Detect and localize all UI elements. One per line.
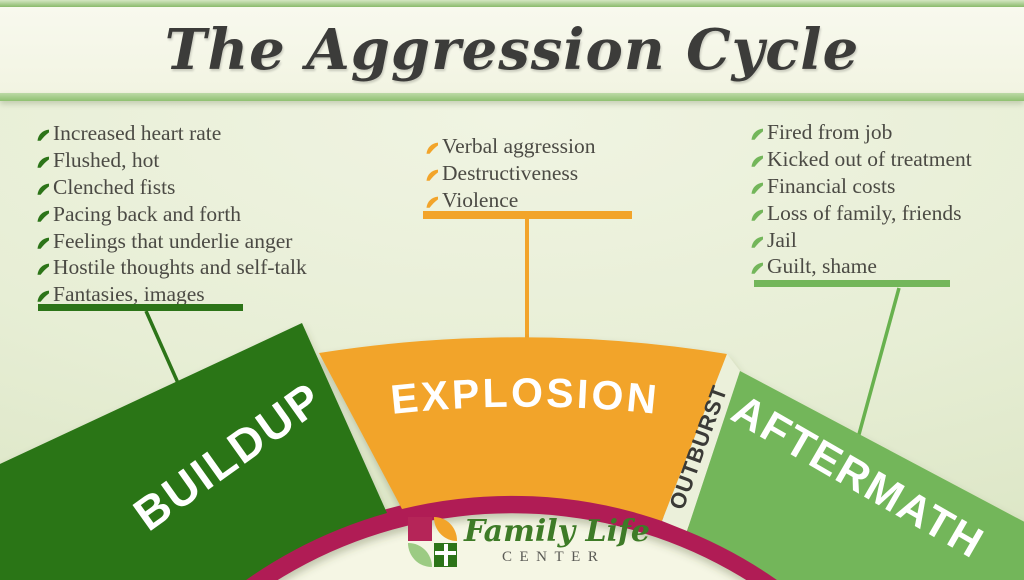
list-item-text: Kicked out of treatment bbox=[767, 146, 972, 171]
list-item: Flushed, hot bbox=[36, 147, 307, 174]
aftermath-segment bbox=[687, 371, 1024, 580]
logo-cross-icon bbox=[433, 543, 457, 567]
list-item: Kicked out of treatment bbox=[750, 146, 972, 173]
leaf-bullet-icon bbox=[750, 208, 764, 222]
list-item-text: Financial costs bbox=[767, 173, 896, 198]
list-item-text: Pacing back and forth bbox=[53, 201, 242, 226]
explosion-segment bbox=[319, 337, 727, 521]
connector-lines bbox=[144, 218, 901, 439]
list-item: Financial costs bbox=[750, 173, 972, 200]
leaf-bullet-icon bbox=[425, 195, 439, 209]
logo-petal-orange bbox=[433, 517, 457, 541]
list-item: Feelings that underlie anger bbox=[36, 228, 307, 255]
list-item: Destructiveness bbox=[425, 160, 595, 187]
buildup-segment bbox=[0, 323, 387, 580]
logo-subtitle: CENTER bbox=[502, 549, 606, 565]
leaf-bullet-icon bbox=[36, 289, 50, 303]
list-item-text: Clenched fists bbox=[53, 174, 176, 199]
list-item: Increased heart rate bbox=[36, 120, 307, 147]
logo-name: Family Life bbox=[464, 514, 650, 549]
leaf-bullet-icon bbox=[750, 154, 764, 168]
leaf-bullet-icon bbox=[750, 181, 764, 195]
arc-band bbox=[0, 323, 1024, 580]
list-item: Hostile thoughts and self-talk bbox=[36, 254, 307, 281]
leaf-bullet-icon bbox=[750, 261, 764, 275]
leaf-bullet-icon bbox=[36, 209, 50, 223]
leaf-bullet-icon bbox=[36, 128, 50, 142]
outburst-wedge bbox=[662, 354, 740, 531]
list-item-text: Feelings that underlie anger bbox=[53, 228, 293, 253]
list-item-text: Flushed, hot bbox=[53, 147, 160, 172]
buildup-list: Increased heart rate Flushed, hot Clench… bbox=[36, 120, 307, 308]
list-item-text: Loss of family, friends bbox=[767, 200, 962, 225]
aftermath-underline-bar bbox=[754, 280, 950, 287]
list-item-text: Hostile thoughts and self-talk bbox=[53, 255, 307, 280]
header-middle: The Aggression Cycle bbox=[0, 7, 1024, 93]
list-item-text: Fantasies, images bbox=[53, 282, 205, 307]
explosion-underline-bar bbox=[423, 211, 632, 219]
list-item: Guilt, shame bbox=[750, 253, 972, 280]
list-item-text: Violence bbox=[442, 187, 519, 212]
list-item: Violence bbox=[425, 187, 595, 214]
explosion-label: EXPLOSION bbox=[388, 370, 661, 423]
list-item-text: Jail bbox=[767, 227, 797, 252]
leaf-bullet-icon bbox=[36, 155, 50, 169]
list-item-text: Increased heart rate bbox=[53, 120, 222, 145]
explosion-items: Verbal aggression Destructiveness Violen… bbox=[425, 133, 595, 214]
buildup-connector-line bbox=[144, 310, 184, 393]
list-item-text: Verbal aggression bbox=[442, 133, 596, 158]
leaf-bullet-icon bbox=[36, 236, 50, 250]
leaf-bullet-icon bbox=[36, 182, 50, 196]
header-bottom-band bbox=[0, 93, 1024, 101]
aftermath-list: Fired from job Kicked out of treatment F… bbox=[750, 119, 972, 280]
list-item: Verbal aggression bbox=[425, 133, 595, 160]
list-item: Jail bbox=[750, 227, 972, 254]
leaf-bullet-icon bbox=[425, 168, 439, 182]
leaf-bullet-icon bbox=[36, 262, 50, 276]
aftermath-connector-line bbox=[856, 287, 901, 439]
list-item-text: Destructiveness bbox=[442, 160, 579, 185]
leaf-bullet-icon bbox=[750, 127, 764, 141]
buildup-items: Increased heart rate Flushed, hot Clench… bbox=[36, 120, 307, 308]
logo-pinwheel-icon bbox=[408, 517, 457, 567]
aftermath-items: Fired from job Kicked out of treatment F… bbox=[750, 119, 972, 280]
leaf-bullet-icon bbox=[425, 141, 439, 155]
leaf-bullet-icon bbox=[750, 235, 764, 249]
page-title: The Aggression Cycle bbox=[164, 17, 860, 83]
list-item-text: Guilt, shame bbox=[767, 254, 877, 279]
list-item: Loss of family, friends bbox=[750, 200, 972, 227]
list-item-text: Fired from job bbox=[767, 119, 893, 144]
list-item: Pacing back and forth bbox=[36, 201, 307, 228]
list-item: Fired from job bbox=[750, 119, 972, 146]
family-life-center-logo: Family Life CENTER bbox=[408, 517, 650, 567]
list-item: Fantasies, images bbox=[36, 281, 307, 308]
buildup-underline-bar bbox=[38, 304, 243, 311]
header-top-band bbox=[0, 0, 1024, 7]
logo-text: Family Life CENTER bbox=[464, 517, 650, 567]
list-item: Clenched fists bbox=[36, 174, 307, 201]
explosion-list: Verbal aggression Destructiveness Violen… bbox=[425, 133, 595, 214]
header: The Aggression Cycle bbox=[0, 0, 1024, 101]
logo-petal-green bbox=[408, 543, 432, 567]
logo-square-magenta bbox=[408, 517, 432, 541]
